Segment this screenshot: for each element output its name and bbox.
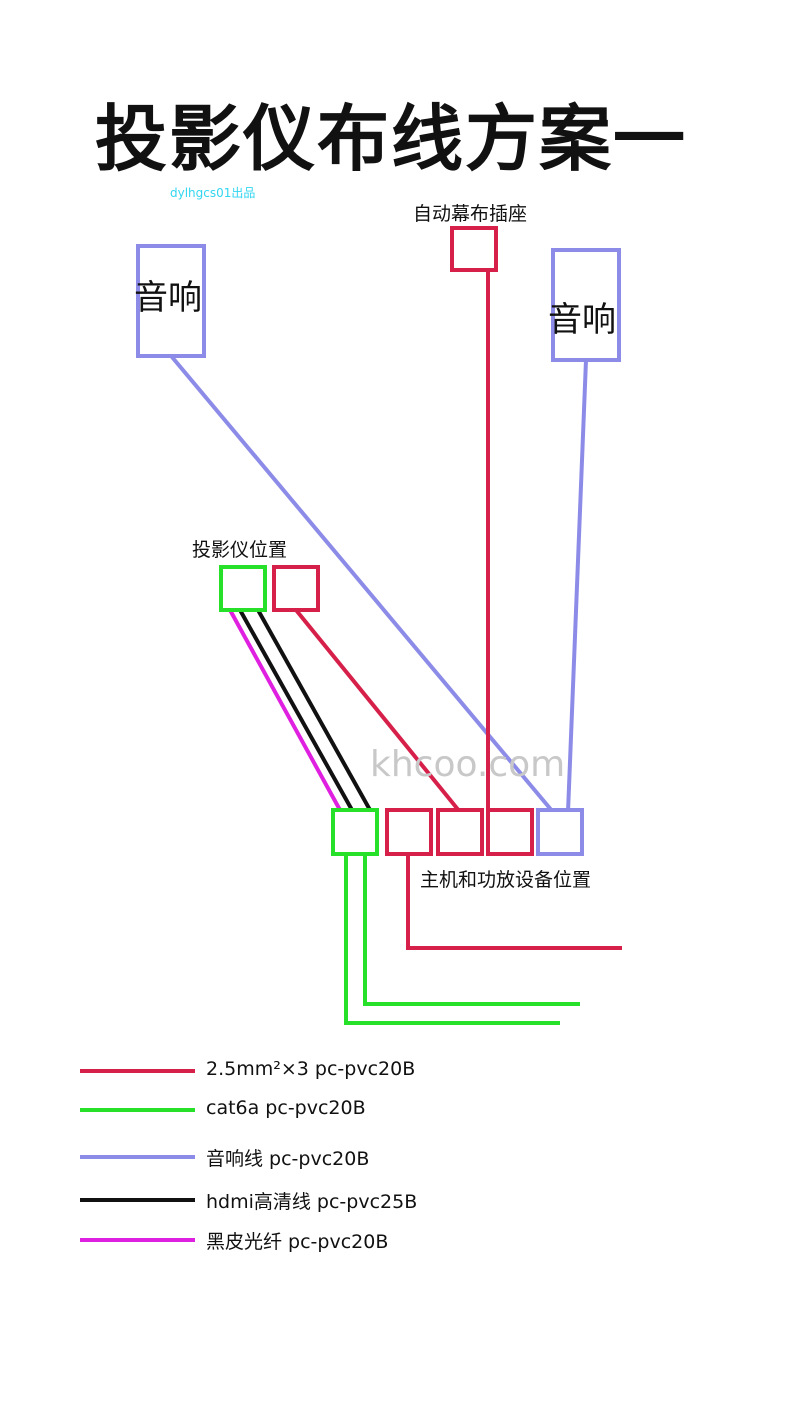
legend-line-network [80, 1108, 195, 1112]
host-equipment-label: 主机和功放设备位置 [420, 869, 592, 891]
power-wire-projector [294, 608, 462, 814]
legend-text-audio: 音响线 pc-pvc20B [206, 1148, 370, 1170]
network-wire-run-b [344, 854, 560, 1025]
host-audio-box [536, 808, 584, 856]
legend-item-audio: 音响线 pc-pvc20B [80, 1142, 500, 1172]
legend-item-fiber: 黑皮光纤 pc-pvc20B [80, 1225, 500, 1255]
legend-text-hdmi: hdmi高清线 pc-pvc25B [206, 1191, 418, 1213]
screen-socket-box [450, 226, 498, 272]
host-power-box-3 [486, 808, 534, 856]
screen-socket-label: 自动幕布插座 [413, 203, 528, 225]
credit-text: dylhgcs01出品 [170, 186, 256, 200]
speaker-left-label: 音响 [134, 278, 202, 318]
speaker-right-label: 音响 [548, 300, 616, 340]
host-network-box [331, 808, 379, 856]
projector-label: 投影仪位置 [192, 539, 288, 561]
legend-text-network: cat6a pc-pvc20B [206, 1097, 366, 1119]
fiber-wire [228, 609, 342, 811]
power-wire-outlet-run [406, 854, 622, 950]
legend-line-power [80, 1069, 195, 1073]
page-title: 投影仪布线方案一 [95, 97, 688, 181]
legend-text-power: 2.5mm²×3 pc-pvc20B [206, 1058, 416, 1080]
legend-text-fiber: 黑皮光纤 pc-pvc20B [206, 1231, 389, 1253]
projector-network-box [219, 565, 267, 612]
host-power-box-2 [436, 808, 484, 856]
projector-power-box [272, 565, 320, 612]
hdmi-wire-b [256, 609, 372, 811]
audio-wire-right-speaker [566, 359, 588, 813]
speaker-left-box [136, 244, 206, 358]
legend-line-hdmi [80, 1198, 195, 1202]
network-wire-run-a [363, 854, 580, 1006]
legend-item-power: 2.5mm²×3 pc-pvc20B [80, 1056, 500, 1086]
legend-item-hdmi: hdmi高清线 pc-pvc25B [80, 1185, 500, 1215]
host-power-box-1 [385, 808, 433, 856]
legend-line-audio [80, 1155, 195, 1159]
speaker-right-box [551, 248, 621, 362]
legend-item-network: cat6a pc-pvc20B [80, 1095, 500, 1125]
watermark-text: khcoo.com [370, 744, 566, 785]
hdmi-wire-a [238, 609, 354, 811]
legend-line-fiber [80, 1238, 195, 1242]
